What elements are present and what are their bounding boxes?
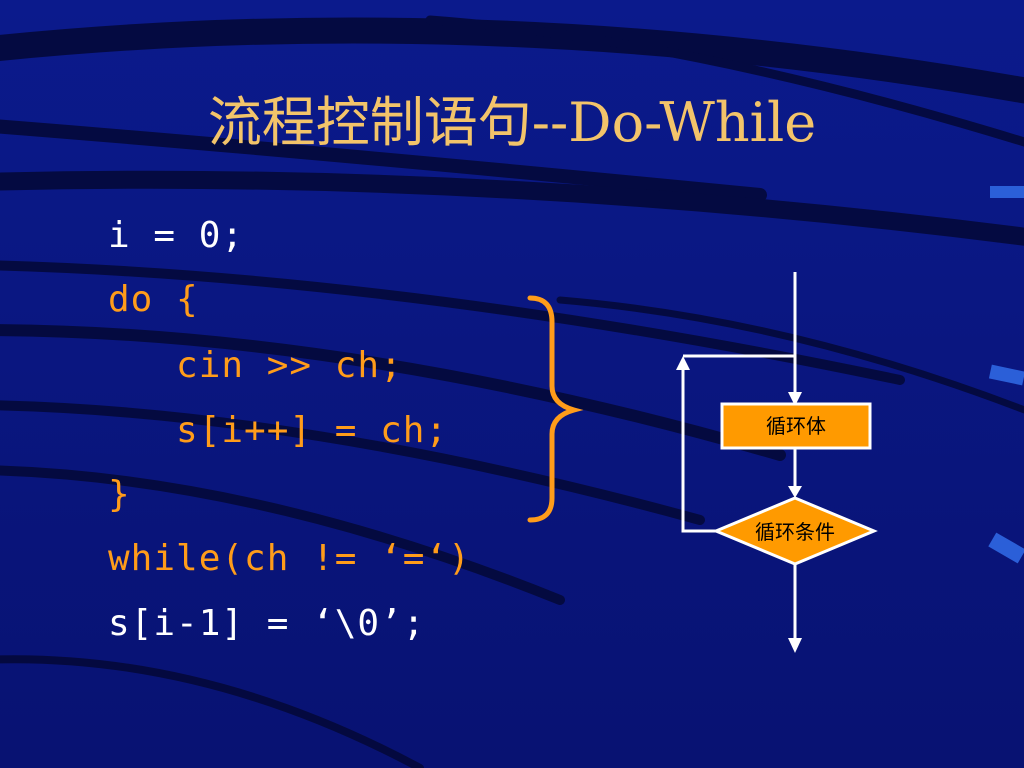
entry-arrowhead [788, 392, 802, 406]
code-line-while: while(ch != ‘=‘) [108, 538, 471, 579]
loop-body-box [720, 402, 872, 450]
loop-back-arrowhead [676, 356, 690, 370]
code-line-do: do { [108, 279, 199, 320]
code-line-cin: cin >> ch; [108, 345, 403, 386]
loop-back-path [681, 368, 716, 533]
slide-title: 流程控制语句--Do-While [207, 91, 817, 154]
loop-condition-label: 循环条件 [755, 520, 835, 544]
loop-body-brace [527, 295, 584, 523]
code-line-assign: s[i++] = ch; [108, 410, 449, 451]
code-line-terminate: s[i-1] = ‘\0’; [108, 603, 426, 644]
body-to-condition-arrowhead [788, 486, 802, 498]
code-line-init: i = 0; [108, 215, 245, 256]
exit-arrowhead [788, 638, 802, 653]
code-line-close-brace: } [108, 474, 131, 515]
loop-body-label: 循环体 [766, 414, 826, 438]
